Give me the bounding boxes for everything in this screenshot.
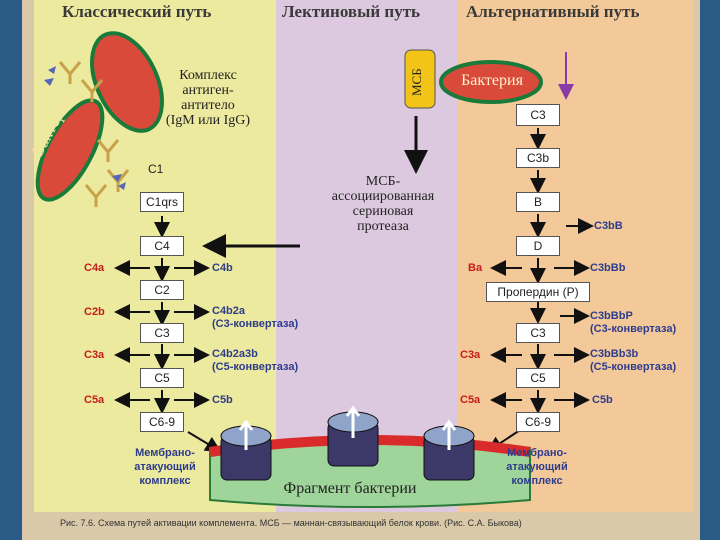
mac-pore-left — [220, 419, 272, 481]
header-alternative: Альтернативный путь — [466, 2, 640, 21]
protease-line: протеаза — [357, 219, 409, 234]
alt-box-properdin: Пропердин (P) — [486, 282, 590, 302]
alt-box-c3-second: C3 — [516, 323, 560, 343]
mac-line: комплекс — [511, 475, 563, 487]
protease-line: сериновая — [352, 204, 414, 219]
classic-box-c6-9: C6-9 — [140, 412, 184, 432]
mac-pore-center — [327, 405, 379, 467]
bacterium-classic-bottom — [35, 98, 105, 202]
alt-box-c6-9: C6-9 — [516, 412, 560, 432]
label-c5b-alt: C5b — [592, 394, 613, 406]
msb-badge — [404, 49, 436, 109]
c1-label: C1 — [148, 162, 164, 176]
label-c3bb: C3bB — [594, 220, 623, 232]
label-c3bbb3b: C3bBb3b — [590, 348, 639, 360]
mac-line: комплекс — [139, 475, 191, 487]
bacterium-alternative — [439, 60, 543, 104]
mac-line: атакующий — [506, 461, 568, 473]
label-c3-convertase-classic: (C3-конвертаза) — [212, 318, 299, 330]
mac-pore-right — [423, 419, 475, 481]
alt-box-c5: C5 — [516, 368, 560, 388]
label-c4b2a3b: C4b2a3b — [212, 348, 258, 360]
c1-molecule-icons — [44, 66, 126, 190]
bacterium-alternative-label: Бактерия — [461, 72, 523, 89]
complex-line: антитело — [181, 98, 235, 113]
classic-box-c5: C5 — [140, 368, 184, 388]
label-c5b-classic: C5b — [212, 394, 233, 406]
label-c3-convertase-alt: (C3-конвертаза) — [590, 323, 677, 335]
classic-box-c3: C3 — [140, 323, 184, 343]
figure-caption: Рис. 7.6. Схема путей активации комплеме… — [60, 518, 522, 528]
mac-line: Мембрано- — [135, 447, 195, 459]
complex-line: (IgM или IgG) — [165, 113, 251, 128]
mac-classic-text: Мембрано- атакующий комплекс — [122, 446, 208, 488]
header-classic: Классический путь — [62, 2, 212, 21]
alt-box-c3b: C3b — [516, 148, 560, 168]
protease-line: МСБ- — [365, 174, 401, 189]
label-c3bbbp: C3bBbP — [590, 310, 633, 322]
label-c4b: C4b — [212, 262, 233, 274]
bacterium-classic-top — [90, 31, 164, 133]
alt-box-d: D — [516, 236, 560, 256]
alt-box-b: B — [516, 192, 560, 212]
complex-line: Комплекс — [179, 68, 237, 83]
mac-line: атакующий — [134, 461, 196, 473]
bacterial-fragment-label: Фрагмент бактерии — [283, 480, 417, 497]
label-c3a-alt: C3a — [460, 349, 481, 361]
c1qrs-box: C1qrs — [140, 192, 184, 212]
label-c3a-classic: C3a — [84, 349, 105, 361]
label-c2b: C2b — [84, 306, 105, 318]
classic-box-c4: C4 — [140, 236, 184, 256]
mac-alternative-text: Мембрано- атакующий комплекс — [494, 446, 580, 488]
header-lectin: Лектиновый путь — [282, 2, 421, 21]
label-c5a-classic: C5a — [84, 394, 105, 406]
mac-line: Мембрано- — [507, 447, 567, 459]
classic-box-c2: C2 — [140, 280, 184, 300]
complex-antigen-antibody-text: Комплекс антиген- антитело (IgM или IgG) — [148, 68, 268, 128]
complex-line: антиген- — [182, 83, 234, 98]
label-c3bbb: C3bBb — [590, 262, 626, 274]
label-ba: Ba — [468, 262, 483, 274]
protease-line: ассоциированная — [331, 189, 435, 204]
label-c5a-alt: C5a — [460, 394, 481, 406]
label-c4b2a: C4b2a — [212, 305, 246, 317]
alt-box-c3: C3 — [516, 104, 560, 126]
msb-protease-text: МСБ- ассоциированная сериновая протеаза — [318, 174, 448, 234]
label-c4a: C4a — [84, 262, 105, 274]
msb-label: МСБ — [409, 68, 424, 96]
label-c5-convertase-alt: (C5-конвертаза) — [590, 361, 677, 373]
label-c5-convertase-classic: (C5-конвертаза) — [212, 361, 299, 373]
